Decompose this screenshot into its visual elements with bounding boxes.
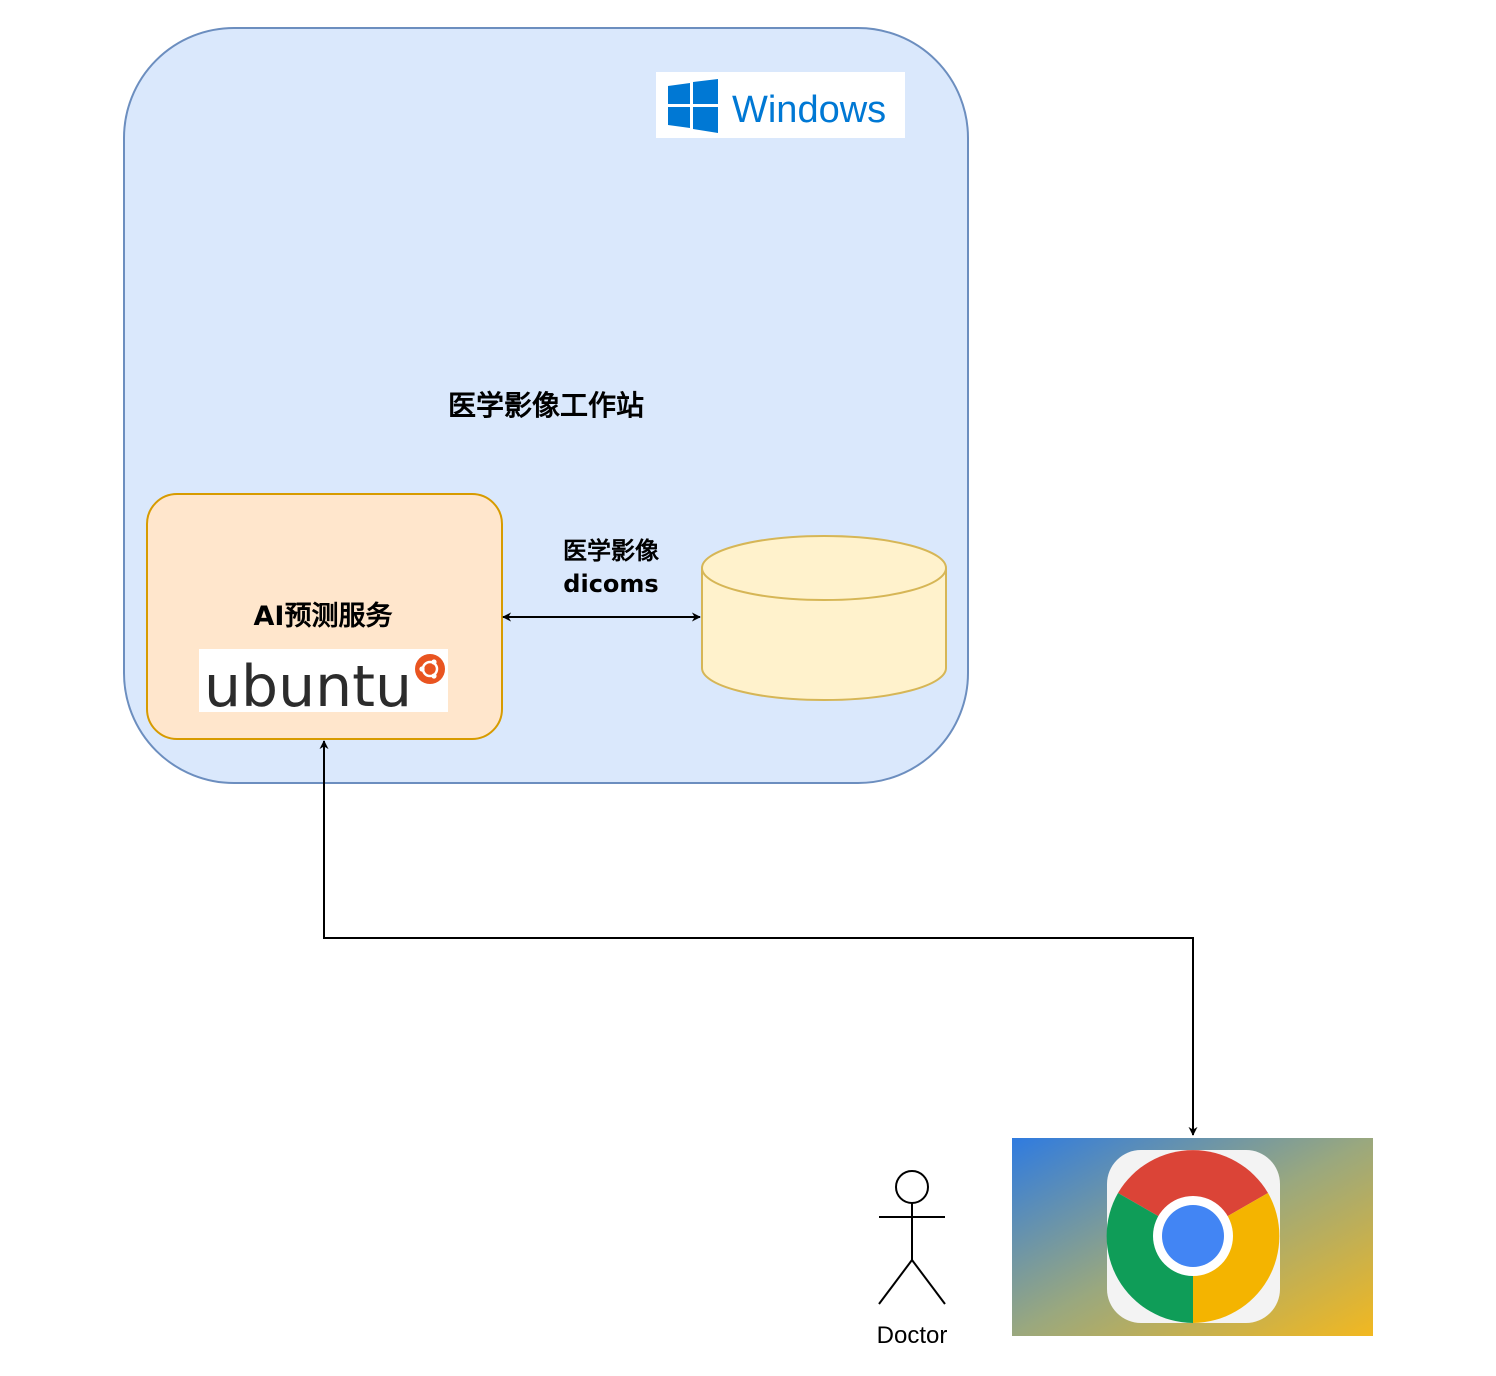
ubuntu-logo-icon: [415, 654, 445, 684]
chrome-icon: [1106, 1150, 1280, 1323]
database-icon: [701, 535, 947, 701]
ai-service-title: AI预测服务: [254, 601, 393, 632]
doctor-actor: Doctor: [877, 1170, 948, 1349]
windows-logo-icon: [668, 79, 718, 133]
ubuntu-logo: ubuntu: [199, 649, 448, 720]
ubuntu-logo-text: ubuntu: [204, 654, 412, 720]
chrome-browser: [1012, 1138, 1373, 1336]
link-label-line1: 医学影像: [563, 537, 660, 565]
service-browser-connector: [319, 740, 1198, 1136]
ai-service-box: AI预测服务 ubuntu: [146, 493, 503, 740]
windows-logo-text: Windows: [732, 89, 886, 131]
windows-logo: Windows: [656, 72, 905, 138]
link-label-line2: dicoms: [563, 570, 658, 598]
workstation-title: 医学影像工作站: [448, 389, 644, 422]
doctor-label: Doctor: [877, 1322, 948, 1349]
person-icon: [878, 1170, 946, 1305]
